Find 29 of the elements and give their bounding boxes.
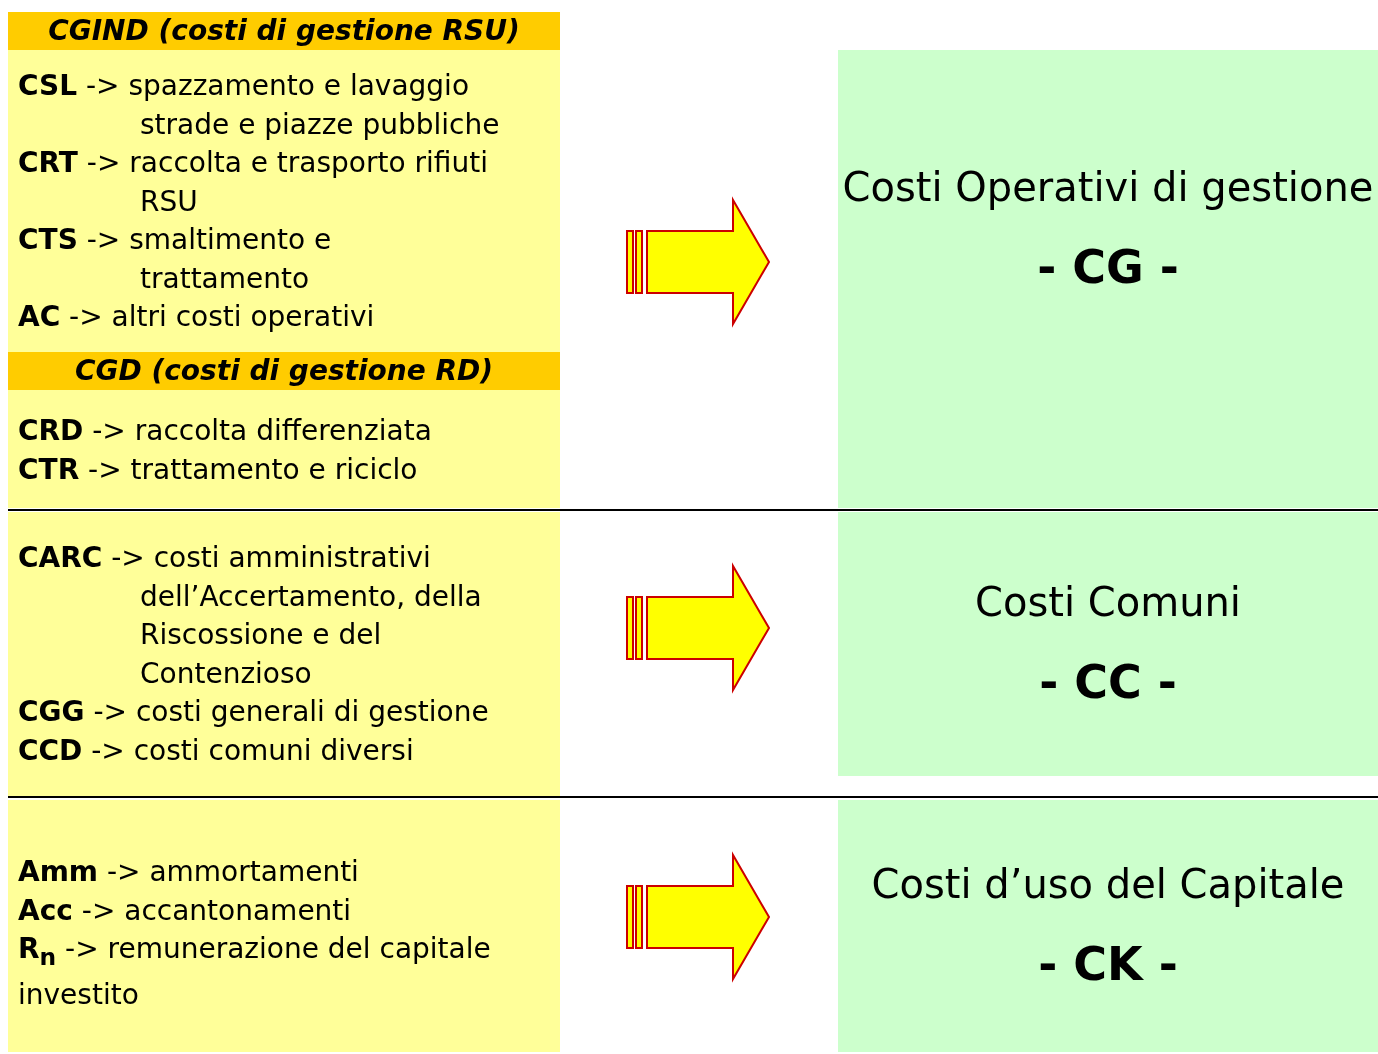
cost-panel (8, 512, 560, 796)
block-arrow (626, 851, 771, 983)
result-box (838, 512, 1378, 776)
cost-item: Acc -> accantonamenti (18, 892, 353, 929)
section-heading: CGIND (costi di gestione RSU) (8, 12, 560, 50)
cost-item: CCD -> costi comuni diversi (18, 732, 414, 769)
cost-item: CRT -> raccolta e trasporto rifiuti RSU (18, 145, 489, 220)
cost-panel (8, 12, 560, 508)
result-code: - CC - (1039, 655, 1177, 709)
block-arrow (626, 196, 771, 328)
cost-item: CSL -> spazzamento e lavaggio strade e piazze pubbliche (18, 68, 501, 143)
cost-item: AC -> altri costi operativi (18, 299, 375, 335)
result-title: Costi Operativi di gestione (842, 164, 1374, 210)
cost-item: CTR -> trattamento e riciclo (18, 451, 418, 488)
result-box (838, 800, 1378, 1052)
result-title: Costi d’uso del Capitale (871, 861, 1345, 907)
cost-item: CTS -> smaltimento e trattamento (18, 222, 333, 297)
result-box (838, 50, 1378, 508)
result-code: - CK - (1038, 937, 1178, 991)
cost-item: R$_{n}$ -> remunerazione del capitale investito (18, 931, 492, 1014)
result-code: - CG - (1037, 240, 1179, 294)
cost-item: CARC -> costi amministrativi dell’Accertamento, della Riscossione e del Contenzioso (18, 540, 483, 692)
cost-item: CRD -> raccolta differenziata (18, 413, 432, 449)
block-arrow (626, 562, 771, 694)
cost-item: Amm -> ammortamenti (18, 854, 359, 890)
cost-panel (8, 800, 560, 1052)
result-title: Costi Comuni (975, 579, 1241, 625)
cost-item: CGG -> costi generali di gestione (18, 694, 489, 730)
section-heading: CGD (costi di gestione RD) (8, 352, 560, 390)
